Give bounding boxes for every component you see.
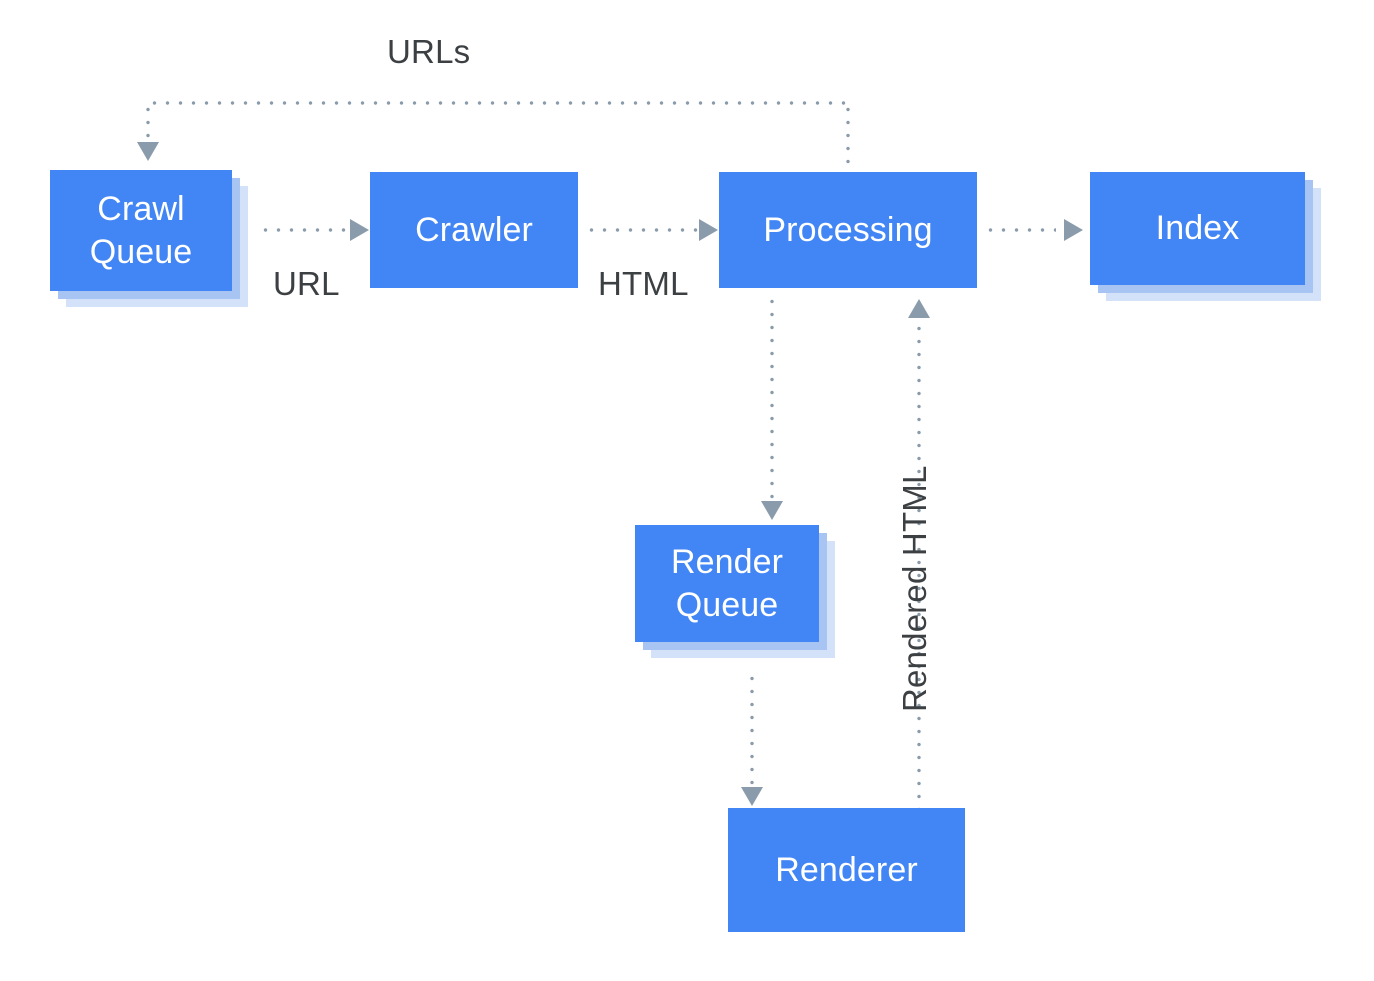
rendered-html-edge-segment bbox=[917, 322, 921, 808]
node-render-queue-label: Render Queue bbox=[670, 543, 784, 624]
edge-label-url: URL bbox=[273, 265, 340, 302]
node-processing-label: Processing bbox=[763, 210, 933, 249]
html-edge-segment bbox=[585, 228, 699, 232]
urls-edge-arrowhead bbox=[137, 142, 159, 161]
node-render-queue[interactable]: Render Queue bbox=[635, 525, 819, 642]
node-renderer-label: Renderer bbox=[775, 850, 918, 889]
rendered-html-edge-arrowhead bbox=[908, 299, 930, 318]
node-index-label: Index bbox=[1155, 209, 1240, 248]
urls-edge-drop-segment bbox=[146, 103, 150, 146]
urls-edge-riser-segment bbox=[846, 103, 850, 173]
html-edge-arrowhead bbox=[699, 219, 718, 241]
url-edge-segment bbox=[259, 228, 350, 232]
node-renderer[interactable]: Renderer bbox=[728, 808, 965, 932]
urls-edge-horizontal-segment bbox=[148, 101, 850, 105]
node-crawler-label: Crawler bbox=[415, 210, 533, 249]
to-renderer-edge-arrowhead bbox=[741, 787, 763, 806]
to-render-queue-edge-segment bbox=[770, 295, 774, 500]
node-processing[interactable]: Processing bbox=[719, 172, 977, 288]
to-index-edge-arrowhead bbox=[1064, 219, 1083, 241]
node-index[interactable]: Index bbox=[1090, 172, 1305, 285]
to-index-edge-segment bbox=[984, 228, 1056, 232]
edge-label-html: HTML bbox=[598, 265, 689, 302]
to-render-queue-edge-arrowhead bbox=[761, 501, 783, 520]
to-renderer-edge-segment bbox=[750, 672, 754, 786]
node-crawl-queue-label: Crawl Queue bbox=[89, 190, 193, 271]
node-crawl-queue[interactable]: Crawl Queue bbox=[50, 170, 232, 291]
edge-label-rendered-html: Rendered HTML bbox=[896, 465, 933, 712]
node-crawler[interactable]: Crawler bbox=[370, 172, 578, 288]
url-edge-arrowhead bbox=[350, 219, 369, 241]
edge-label-urls: URLs bbox=[387, 33, 471, 70]
